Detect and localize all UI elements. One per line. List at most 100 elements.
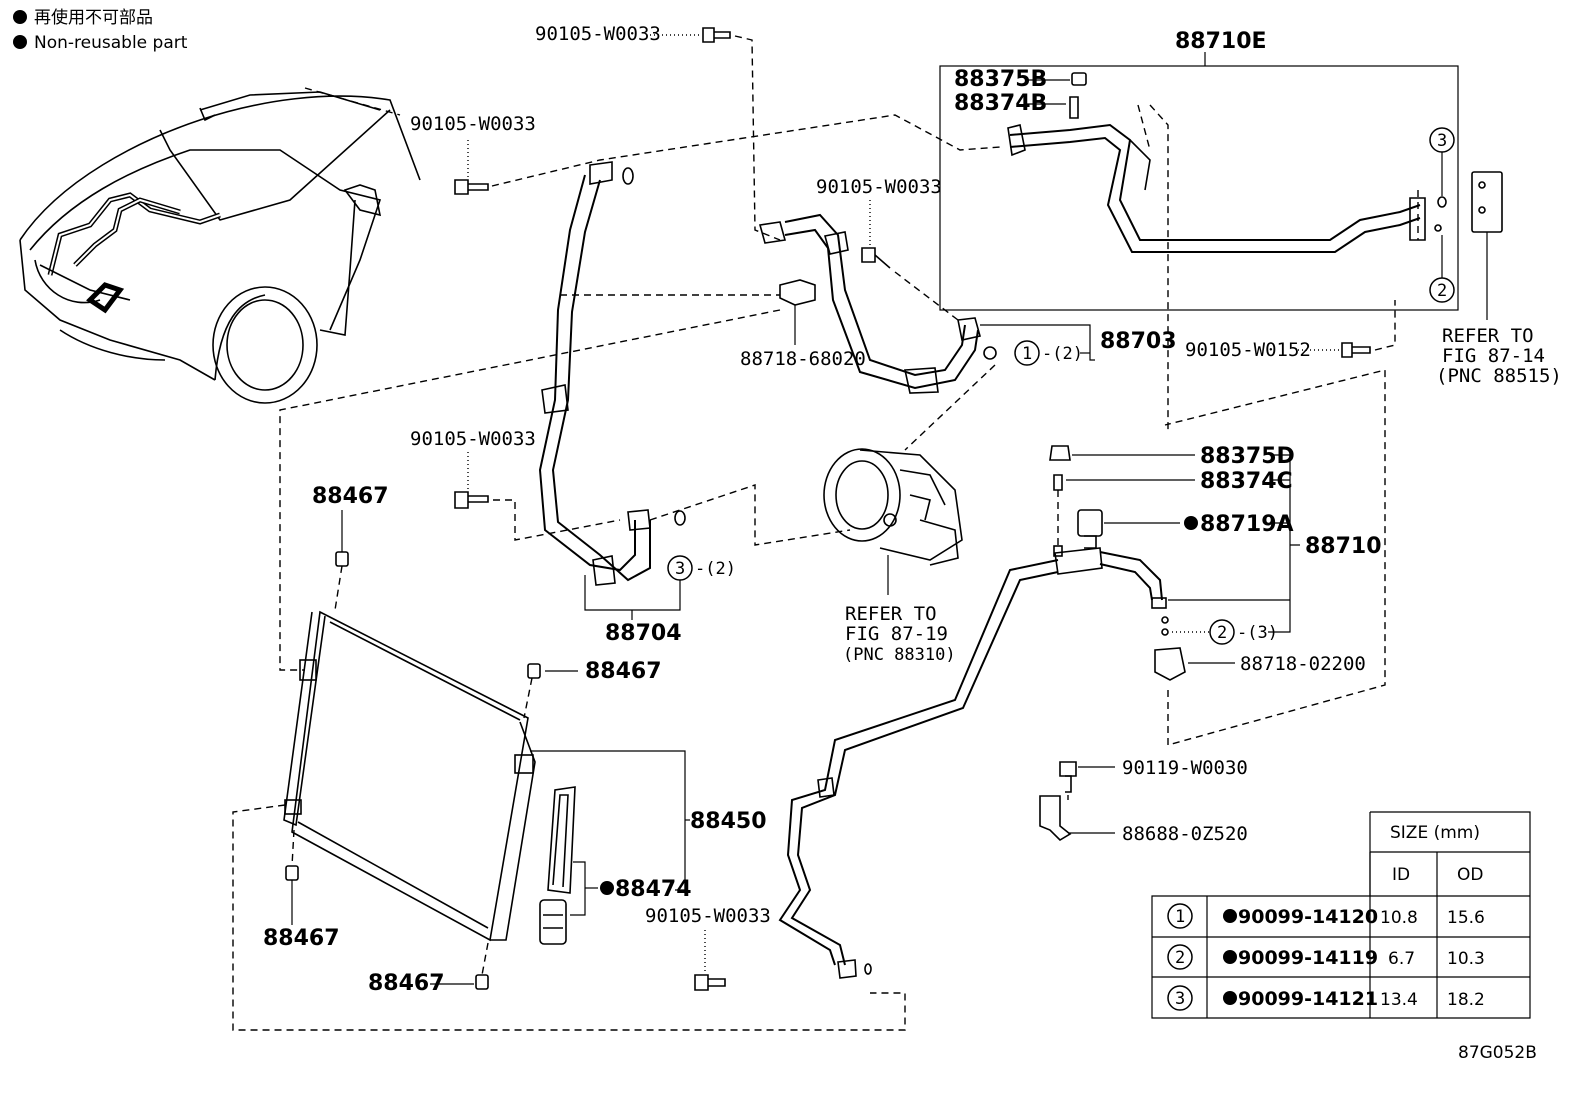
table-row: 2 90099-14119 6.7 10.3: [1167, 944, 1485, 970]
svg-text:2: 2: [1175, 948, 1185, 968]
label-88719A: 88719A: [1200, 512, 1294, 537]
clamp-88718-68020: [779, 279, 816, 345]
liquid-tube-88710: [778, 545, 1167, 979]
non-reusable-mark-icon: [1223, 991, 1237, 1005]
bolt-90105-W0033-top: [702, 27, 731, 43]
pressure-switch-88719A: [1077, 509, 1103, 549]
non-reusable-mark-icon: [1223, 950, 1237, 964]
compressor: [823, 448, 963, 595]
hose-88703: [758, 213, 981, 394]
svg-text:90099-14120: 90099-14120: [1238, 906, 1378, 928]
pin-88467-b: [523, 663, 578, 719]
size-table-col-od: OD: [1457, 865, 1483, 885]
label-88467-a: 88467: [312, 484, 389, 509]
bracket-88688-0Z520: [1039, 795, 1072, 842]
refer-88310-line2: FIG 87-19: [845, 623, 948, 645]
label-90105-W0033-mid: 90105-W0033: [816, 176, 942, 198]
pin-88467-a: [334, 510, 349, 611]
expansion-valve: [1471, 171, 1503, 320]
label-88704-qty: -(2): [695, 559, 736, 579]
svg-text:6.7: 6.7: [1388, 949, 1415, 969]
callout-1: 1: [1014, 340, 1040, 366]
figure-id: 87G052B: [1458, 1043, 1537, 1063]
label-90105-W0033-top: 90105-W0033: [535, 23, 661, 45]
hose-88704: [538, 161, 686, 586]
svg-text:10.3: 10.3: [1447, 949, 1485, 969]
label-88450: 88450: [690, 809, 767, 834]
label-90105-W0152: 90105-W0152: [1185, 339, 1311, 361]
clamp-88718-02200: [1154, 647, 1186, 681]
valve-core-88374C: [1053, 474, 1063, 545]
svg-text:2: 2: [1217, 623, 1227, 643]
refer-88515-line3: (PNC 88515): [1436, 365, 1562, 387]
svg-text:18.2: 18.2: [1447, 990, 1485, 1010]
refer-88310-line1: REFER TO: [845, 603, 937, 625]
vehicle-front-illustration: [19, 91, 421, 404]
svg-text:90099-14119: 90099-14119: [1238, 947, 1378, 969]
bolt-90119-W0030: [1059, 761, 1077, 793]
label-90105-W0033-left2: 90105-W0033: [410, 428, 536, 450]
svg-text:15.6: 15.6: [1447, 908, 1485, 928]
label-88474: 88474: [615, 877, 692, 902]
callout-3-mid: 3: [667, 555, 693, 581]
label-88718-68020: 88718-68020: [740, 348, 866, 370]
label-88710E: 88710E: [1175, 29, 1267, 54]
label-88704: 88704: [605, 621, 682, 646]
label-88703-qty: -(2): [1042, 344, 1083, 364]
label-90105-W0033-bottom: 90105-W0033: [645, 905, 771, 927]
desiccant-88474: [539, 786, 576, 945]
legend-japanese: 再使用不可部品: [34, 7, 153, 28]
cap-88375B: [1071, 72, 1087, 86]
callout-2-top: 2: [1429, 235, 1455, 303]
svg-text:2: 2: [1437, 281, 1447, 301]
svg-text:1: 1: [1175, 907, 1185, 927]
bolt-90105-W0033-mid: [861, 247, 891, 269]
assembly-88710E: 88710E 88375B 88374B: [939, 29, 1459, 430]
refer-88515-line1: REFER TO: [1442, 325, 1534, 347]
svg-text:10.8: 10.8: [1380, 908, 1418, 928]
label-88703: 88703: [1100, 329, 1177, 354]
label-88467-c: 88467: [263, 926, 340, 951]
label-88467-d: 88467: [368, 971, 445, 996]
refer-88310-line3: (PNC 88310): [843, 645, 956, 665]
table-row: 1 90099-14120 10.8 15.6: [1167, 903, 1485, 929]
pin-88467-d: [430, 942, 489, 990]
non-reusable-mark-icon: [1223, 909, 1237, 923]
legend-english: Non-reusable part: [34, 33, 188, 53]
bolt-90105-W0152: [1341, 342, 1371, 358]
label-88374C: 88374C: [1200, 469, 1293, 494]
label-90105-W0033-left: 90105-W0033: [410, 113, 536, 135]
label-90119-W0030: 90119-W0030: [1122, 757, 1248, 779]
label-88710: 88710: [1305, 534, 1382, 559]
assembly-88710E-box: [939, 65, 1459, 311]
bolt-90105-W0033-left2: [454, 491, 489, 509]
bolt-90105-W0033-left: [454, 179, 489, 195]
size-table-header: SIZE (mm): [1390, 823, 1480, 843]
label-88467-b: 88467: [585, 659, 662, 684]
callout-2-mid: 2: [1209, 619, 1235, 645]
svg-text:3: 3: [675, 559, 685, 579]
refer-88515-line2: FIG 87-14: [1442, 345, 1545, 367]
non-reusable-mark-icon: [13, 35, 27, 49]
condenser-88450: [283, 610, 536, 942]
label-88718-02200: 88718-02200: [1240, 653, 1366, 675]
non-reusable-mark-icon: [600, 881, 614, 895]
pin-88467-c: [285, 829, 299, 925]
svg-text:3: 3: [1437, 131, 1447, 151]
legend: 再使用不可部品 Non-reusable part: [13, 7, 188, 53]
svg-text:90099-14121: 90099-14121: [1238, 988, 1378, 1010]
label-88710-qty: -(3): [1237, 623, 1278, 643]
label-88375D: 88375D: [1200, 444, 1295, 469]
non-reusable-mark-icon: [1184, 516, 1198, 530]
non-reusable-mark-icon: [13, 10, 27, 24]
bolt-90105-W0033-bottom: [694, 974, 726, 991]
table-row: 3 90099-14121 13.4 18.2: [1167, 985, 1485, 1011]
label-88688-0Z520: 88688-0Z520: [1122, 823, 1248, 845]
svg-text:3: 3: [1175, 989, 1185, 1009]
svg-text:13.4: 13.4: [1380, 990, 1418, 1010]
size-table-col-id: ID: [1392, 865, 1410, 885]
cap-88375D: [1049, 445, 1071, 461]
size-table: SIZE (mm) ID OD 1 90099-14120 10.8 15.6 …: [1151, 811, 1531, 1019]
svg-text:1: 1: [1022, 344, 1032, 364]
